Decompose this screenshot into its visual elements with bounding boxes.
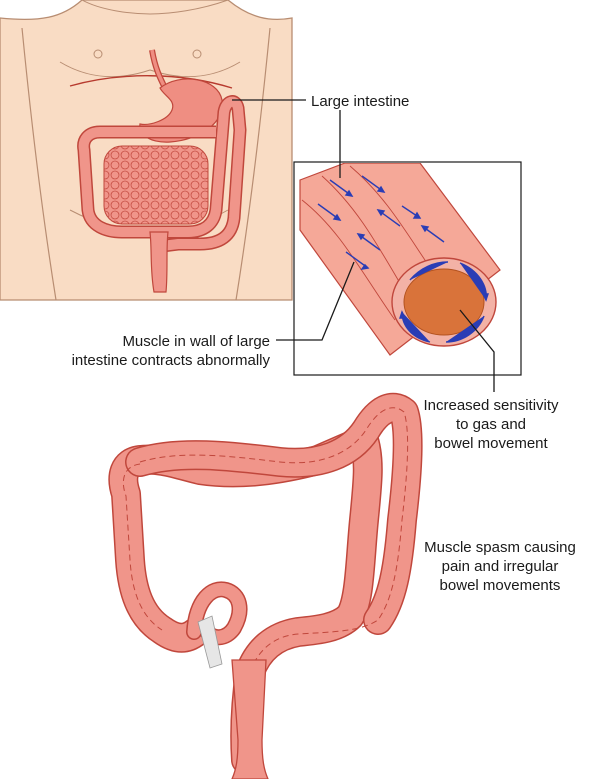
right-nipple xyxy=(192,49,202,59)
label-muscle-wall: Muscle in wall of large intestine contra… xyxy=(40,332,270,370)
colon-illustration xyxy=(108,392,423,780)
tube-lumen xyxy=(403,268,485,336)
rectum xyxy=(231,659,269,780)
label-spasm-line-2: pain and irregular xyxy=(441,558,559,575)
left-arm-line xyxy=(21,27,57,301)
appendix-tissue xyxy=(197,615,223,669)
label-muscle-wall-line-2: intestine contracts abnormally xyxy=(71,352,270,369)
label-sensitivity-line-3: bowel movement xyxy=(434,435,548,452)
label-sensitivity: Increased sensitivity to gas and bowel m… xyxy=(402,396,580,453)
label-large-intestine: Large intestine xyxy=(311,92,409,111)
label-spasm-line-1: Muscle spasm causing xyxy=(424,539,576,556)
leader-lines xyxy=(232,99,495,392)
label-spasm-line-3: bowel movements xyxy=(439,577,561,594)
muscle-arrows xyxy=(317,175,489,343)
label-spasm: Muscle spasm causing pain and irregular … xyxy=(410,538,590,595)
leader-sensitivity xyxy=(459,309,495,392)
rectum-torso xyxy=(149,231,169,293)
label-muscle-wall-line-1: Muscle in wall of large xyxy=(122,333,270,350)
chest-line xyxy=(59,61,241,78)
right-arm-line xyxy=(235,27,271,301)
left-nipple xyxy=(93,49,103,59)
neck-line xyxy=(81,0,229,15)
diaphragm-line xyxy=(69,75,233,89)
colon-taenia xyxy=(139,407,409,673)
leader-muscle-wall xyxy=(276,261,355,341)
label-sensitivity-line-2: to gas and xyxy=(455,416,527,433)
muscle-wall-inset xyxy=(293,161,522,376)
torso-intestines xyxy=(77,95,247,293)
label-large-intestine-text: Large intestine xyxy=(311,93,410,110)
label-sensitivity-line-1: Increased sensitivity xyxy=(423,397,559,414)
